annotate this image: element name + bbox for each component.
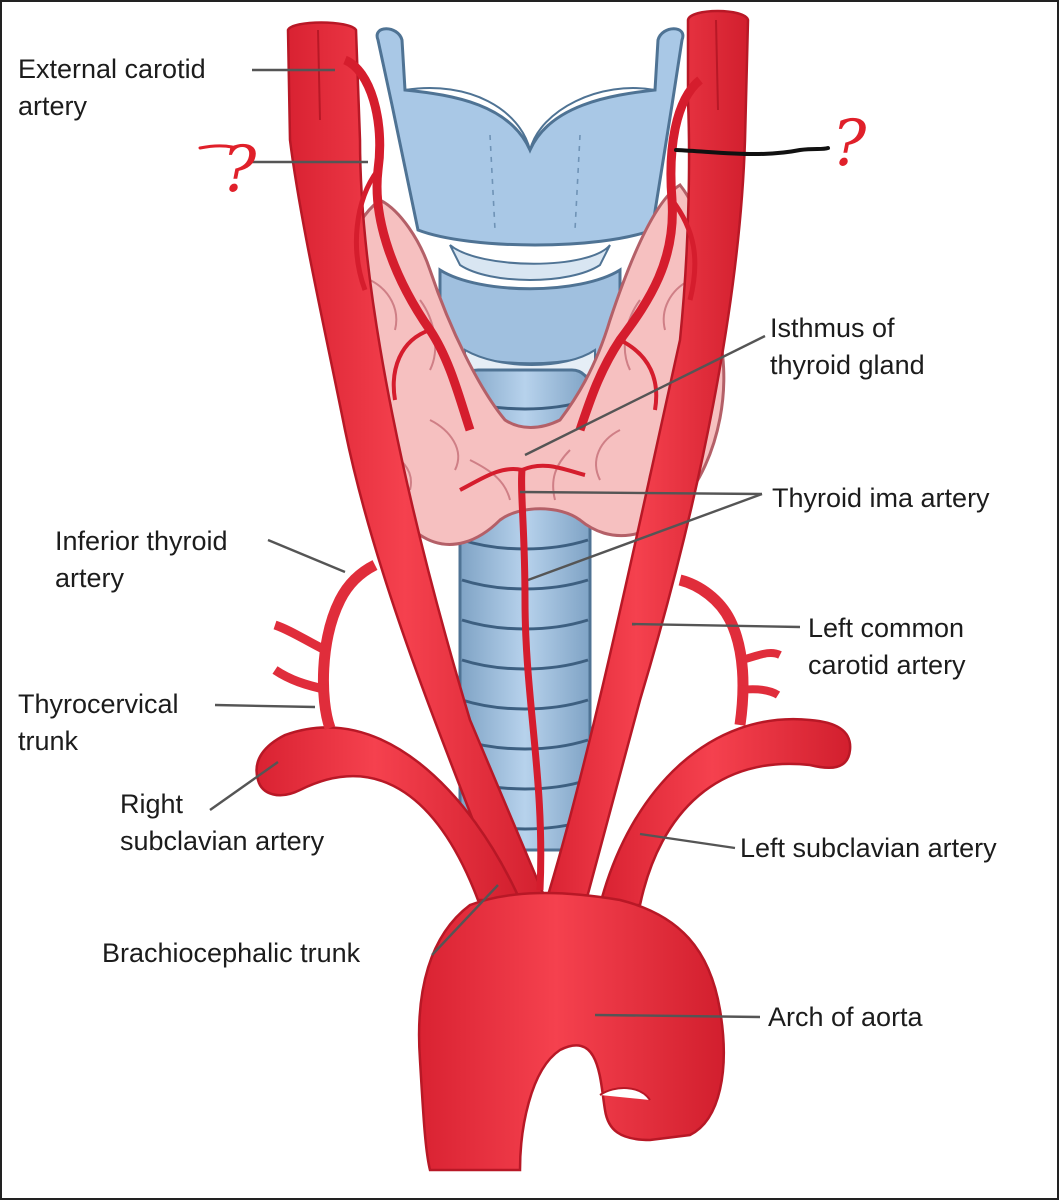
left-subclavian-artery bbox=[598, 717, 852, 907]
right-inferior-thyroid-artery bbox=[317, 560, 378, 730]
annotation-stroke-left bbox=[198, 144, 234, 150]
left-common-carotid-artery bbox=[543, 9, 750, 907]
label-isthmus-of-thyroid-gland: Isthmus of thyroid gland bbox=[770, 313, 925, 380]
annotation-stroke bbox=[674, 146, 830, 157]
annotation-question-mark-left: ? bbox=[222, 133, 257, 207]
thyroid-ima-artery bbox=[518, 469, 545, 891]
cricoid-cartilage bbox=[438, 267, 622, 366]
label-thyroid-ima-artery: Thyroid ima artery bbox=[772, 483, 990, 513]
leader-lines bbox=[209, 68, 801, 1019]
aortic-arch bbox=[417, 891, 725, 1172]
thyroid-cartilage bbox=[375, 27, 685, 247]
cricothyroid-membrane bbox=[449, 244, 611, 281]
right-subclavian-artery bbox=[255, 726, 522, 902]
label-external-carotid-artery: External carotid artery bbox=[18, 54, 206, 121]
right-superior-thyroid-artery bbox=[342, 55, 475, 432]
left-inferior-thyroid-artery bbox=[678, 574, 749, 726]
annotation-question-mark-right: ? bbox=[832, 107, 867, 181]
left-superior-thyroid-artery bbox=[575, 76, 704, 432]
label-left-common-carotid-artery: Left common carotid artery bbox=[808, 613, 966, 680]
right-thyrocervical-branches bbox=[272, 620, 329, 695]
label-left-subclavian-artery: Left subclavian artery bbox=[740, 833, 997, 863]
label-arch-of-aorta: Arch of aorta bbox=[768, 1002, 923, 1032]
label-thyrocervical-trunk: Thyrocervical trunk bbox=[18, 689, 179, 756]
left-thyrocervical-branches bbox=[739, 648, 782, 699]
label-brachiocephalic-trunk: Brachiocephalic trunk bbox=[102, 938, 361, 968]
label-inferior-thyroid-artery: Inferior thyroid artery bbox=[55, 526, 228, 593]
label-right-subclavian-artery: Right subclavian artery bbox=[120, 789, 325, 856]
